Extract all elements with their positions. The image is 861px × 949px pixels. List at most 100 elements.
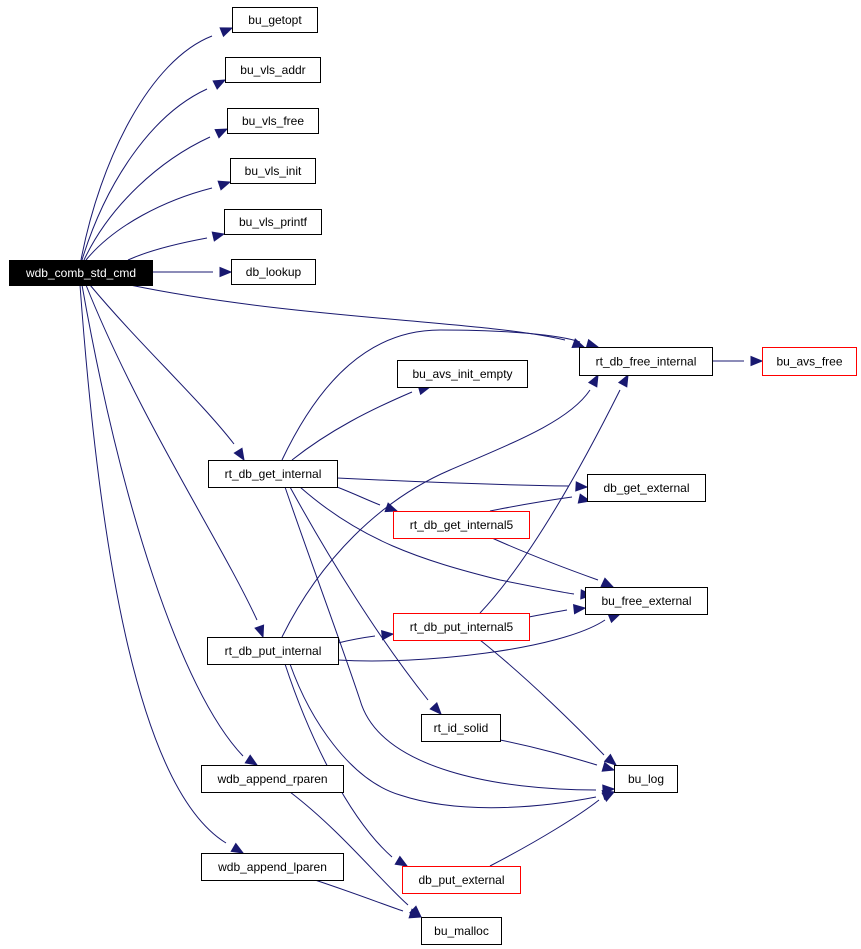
arrowhead — [575, 481, 589, 492]
node-label: bu_vls_free — [242, 114, 304, 128]
node-db-lookup[interactable]: db_lookup — [231, 259, 316, 285]
edge-rt_db_get_internal-to-rt_id_solid — [289, 486, 442, 715]
edge-line — [284, 486, 597, 791]
edge-line — [85, 284, 258, 621]
node-wdb-append-lparen[interactable]: wdb_append_lparen — [201, 853, 344, 881]
node-rt-db-free-internal[interactable]: rt_db_free_internal — [579, 347, 713, 376]
node-bu-vls-init[interactable]: bu_vls_init — [230, 158, 316, 184]
node-label: wdb_append_rparen — [216, 772, 327, 786]
node-bu-free-external[interactable]: bu_free_external — [585, 587, 708, 615]
edge-line — [528, 609, 568, 618]
node-rt-id-solid[interactable]: rt_id_solid — [421, 714, 501, 742]
node-box[interactable] — [579, 347, 713, 376]
node-label: rt_db_free_internal — [596, 355, 697, 369]
node-bu-vls-free[interactable]: bu_vls_free — [227, 108, 319, 134]
node-box[interactable] — [421, 714, 501, 742]
edge-line — [80, 35, 213, 261]
node-rt-db-get-internal5[interactable]: rt_db_get_internal5 — [393, 511, 530, 539]
arrowhead — [607, 613, 622, 624]
node-rt-db-get-internal[interactable]: rt_db_get_internal — [208, 460, 338, 488]
node-box[interactable] — [225, 57, 321, 83]
node-box[interactable] — [208, 460, 338, 488]
node-box[interactable] — [762, 347, 857, 376]
node-box[interactable] — [585, 587, 708, 615]
edge-line — [289, 791, 409, 906]
arrowhead — [217, 180, 232, 191]
node-label: bu_vls_init — [245, 164, 302, 178]
node-label: bu_avs_free — [776, 355, 842, 369]
edge-rt_db_put_internal-to-rt_db_free_internal — [281, 373, 599, 638]
node-wdb-comb-std-cmd[interactable]: wdb_comb_std_cmd — [9, 260, 153, 286]
node-label: wdb_comb_std_cmd — [25, 266, 136, 280]
arrowhead — [600, 577, 615, 588]
edge-db_put_external-to-bu_log — [489, 791, 616, 867]
node-label: bu_free_external — [601, 594, 691, 608]
node-bu-malloc[interactable]: bu_malloc — [421, 917, 502, 945]
node-box[interactable] — [201, 853, 344, 881]
node-box[interactable] — [231, 259, 316, 285]
edge-rt_db_get_internal5-to-db_get_external — [489, 493, 592, 512]
edge-wdb_comb_std_cmd-to-bu_vls_free — [83, 128, 229, 261]
node-box[interactable] — [9, 260, 153, 286]
edge-wdb_comb_std_cmd-to-bu_vls_printf — [127, 231, 226, 261]
node-box[interactable] — [614, 765, 678, 793]
node-bu-avs-free[interactable]: bu_avs_free — [762, 347, 857, 376]
edge-line — [85, 187, 213, 261]
node-label: rt_db_get_internal5 — [410, 518, 514, 532]
arrowhead — [219, 27, 234, 38]
node-box[interactable] — [224, 209, 322, 235]
edge-line — [284, 663, 393, 858]
node-box[interactable] — [421, 917, 502, 945]
edge-line — [81, 88, 208, 261]
node-box[interactable] — [201, 765, 344, 793]
node-bu-vls-printf[interactable]: bu_vls_printf — [224, 209, 322, 235]
node-label: rt_db_put_internal — [225, 644, 322, 658]
arrowhead — [244, 754, 259, 766]
node-label: bu_getopt — [248, 13, 302, 27]
node-bu-vls-addr[interactable]: bu_vls_addr — [225, 57, 321, 83]
node-label: rt_db_put_internal5 — [410, 620, 514, 634]
nodes-layer: wdb_comb_std_cmd bu_getopt bu_vls_addr bu_v… — [9, 7, 857, 945]
edge-rt_db_put_internal5-to-rt_db_free_internal — [479, 373, 629, 614]
node-box[interactable] — [393, 613, 530, 641]
node-box[interactable] — [230, 158, 316, 184]
node-box[interactable] — [393, 511, 530, 539]
edge-rt_db_put_internal5-to-bu_log — [479, 639, 618, 766]
node-box[interactable] — [402, 866, 521, 894]
arrowhead — [394, 855, 409, 867]
node-label: bu_avs_init_empty — [412, 367, 512, 381]
edge-line — [281, 389, 591, 638]
node-bu-avs-init-empty[interactable]: bu_avs_init_empty — [397, 360, 528, 388]
arrowhead — [601, 761, 616, 772]
node-box[interactable] — [587, 474, 706, 502]
node-bu-getopt[interactable]: bu_getopt — [232, 7, 318, 33]
edge-line — [281, 329, 581, 461]
edge-wdb_comb_std_cmd-to-rt_db_get_internal — [89, 284, 245, 462]
edge-wdb_append_lparen-to-bu_malloc — [314, 879, 423, 919]
node-bu-log[interactable]: bu_log — [614, 765, 678, 793]
node-box[interactable] — [207, 637, 339, 665]
node-wdb-append-rparen[interactable]: wdb_append_rparen — [201, 765, 344, 793]
arrowhead — [219, 266, 233, 278]
node-db-get-external[interactable]: db_get_external — [587, 474, 706, 502]
node-rt-db-put-internal[interactable]: rt_db_put_internal — [207, 637, 339, 665]
node-box[interactable] — [397, 360, 528, 388]
edge-line — [291, 391, 413, 461]
node-box[interactable] — [232, 7, 318, 33]
edge-wdb_comb_std_cmd-to-db_lookup — [152, 266, 233, 278]
arrowhead — [571, 338, 586, 348]
node-box[interactable] — [227, 108, 319, 134]
edge-line — [336, 486, 381, 506]
edge-line — [479, 639, 605, 756]
node-label: rt_db_get_internal — [225, 467, 322, 481]
edge-rt_db_get_internal-to-db_get_external — [336, 477, 589, 492]
edge-wdb_comb_std_cmd-to-bu_vls_init — [85, 180, 232, 261]
edge-line — [337, 635, 376, 644]
arrowhead — [211, 231, 226, 242]
edge-wdb_comb_std_cmd-to-rt_db_free_internal — [129, 284, 586, 348]
edge-line — [299, 486, 575, 595]
node-rt-db-put-internal5[interactable]: rt_db_put_internal5 — [393, 613, 530, 641]
edge-wdb_comb_std_cmd-to-rt_db_put_internal — [85, 284, 265, 639]
node-db-put-external[interactable]: db_put_external — [402, 866, 521, 894]
node-label: wdb_append_lparen — [217, 860, 327, 874]
